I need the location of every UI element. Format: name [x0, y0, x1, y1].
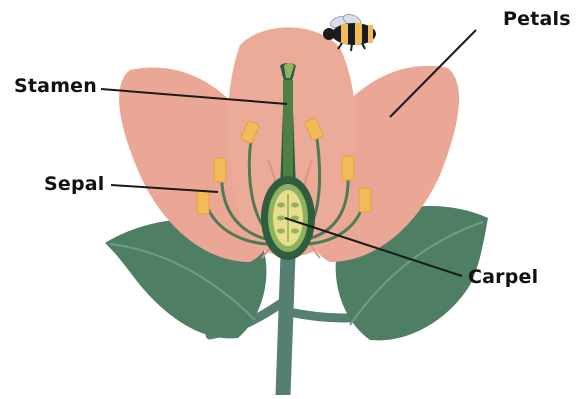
petals-label: Petals [503, 8, 571, 30]
sepal-label: Sepal [44, 173, 105, 195]
carpel-label: Carpel [468, 266, 538, 288]
stamen-label: Stamen [14, 75, 97, 97]
